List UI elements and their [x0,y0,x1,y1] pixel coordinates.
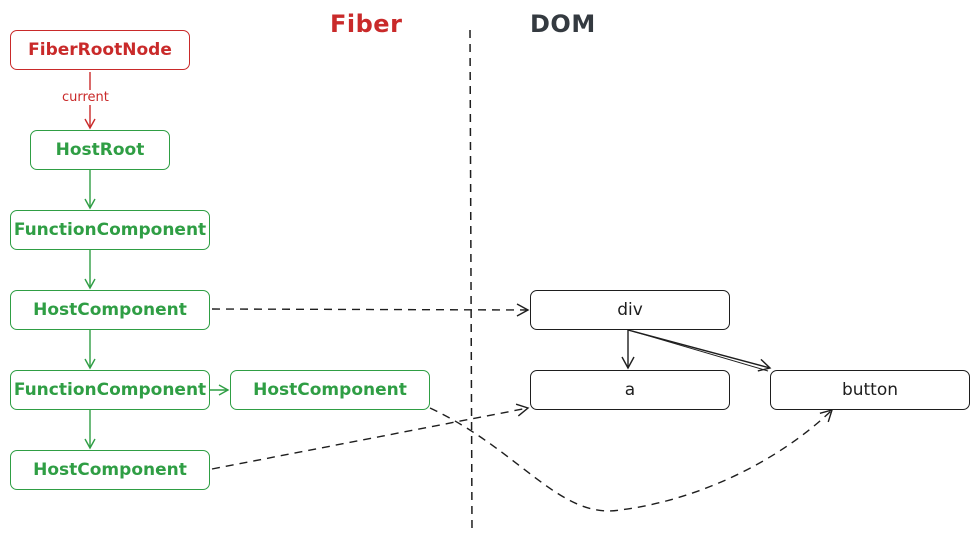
edge-div-to-button-shadow [631,330,769,372]
section-divider [469,29,473,531]
map-host-component-1-to-div [211,303,530,317]
function-component-node-1[interactable]: FunctionComponent [10,210,210,250]
dom-button-node[interactable]: button [770,370,970,410]
dom-div-node[interactable]: div [530,290,730,330]
fiber-root-node[interactable]: FiberRootNode [10,30,190,70]
function-component-node-2[interactable]: FunctionComponent [10,370,210,410]
dom-a-node[interactable]: a [530,370,730,410]
map-host-component-sibling-to-button [429,407,834,512]
map-host-component-2-to-a [211,403,530,470]
fiber-heading: Fiber [330,10,403,38]
host-component-sibling-node[interactable]: HostComponent [230,370,430,410]
dom-heading: DOM [530,10,596,38]
host-root-node[interactable]: HostRoot [30,130,170,170]
host-component-node-1[interactable]: HostComponent [10,290,210,330]
current-edge-label: current [60,90,111,105]
host-component-node-2[interactable]: HostComponent [10,450,210,490]
